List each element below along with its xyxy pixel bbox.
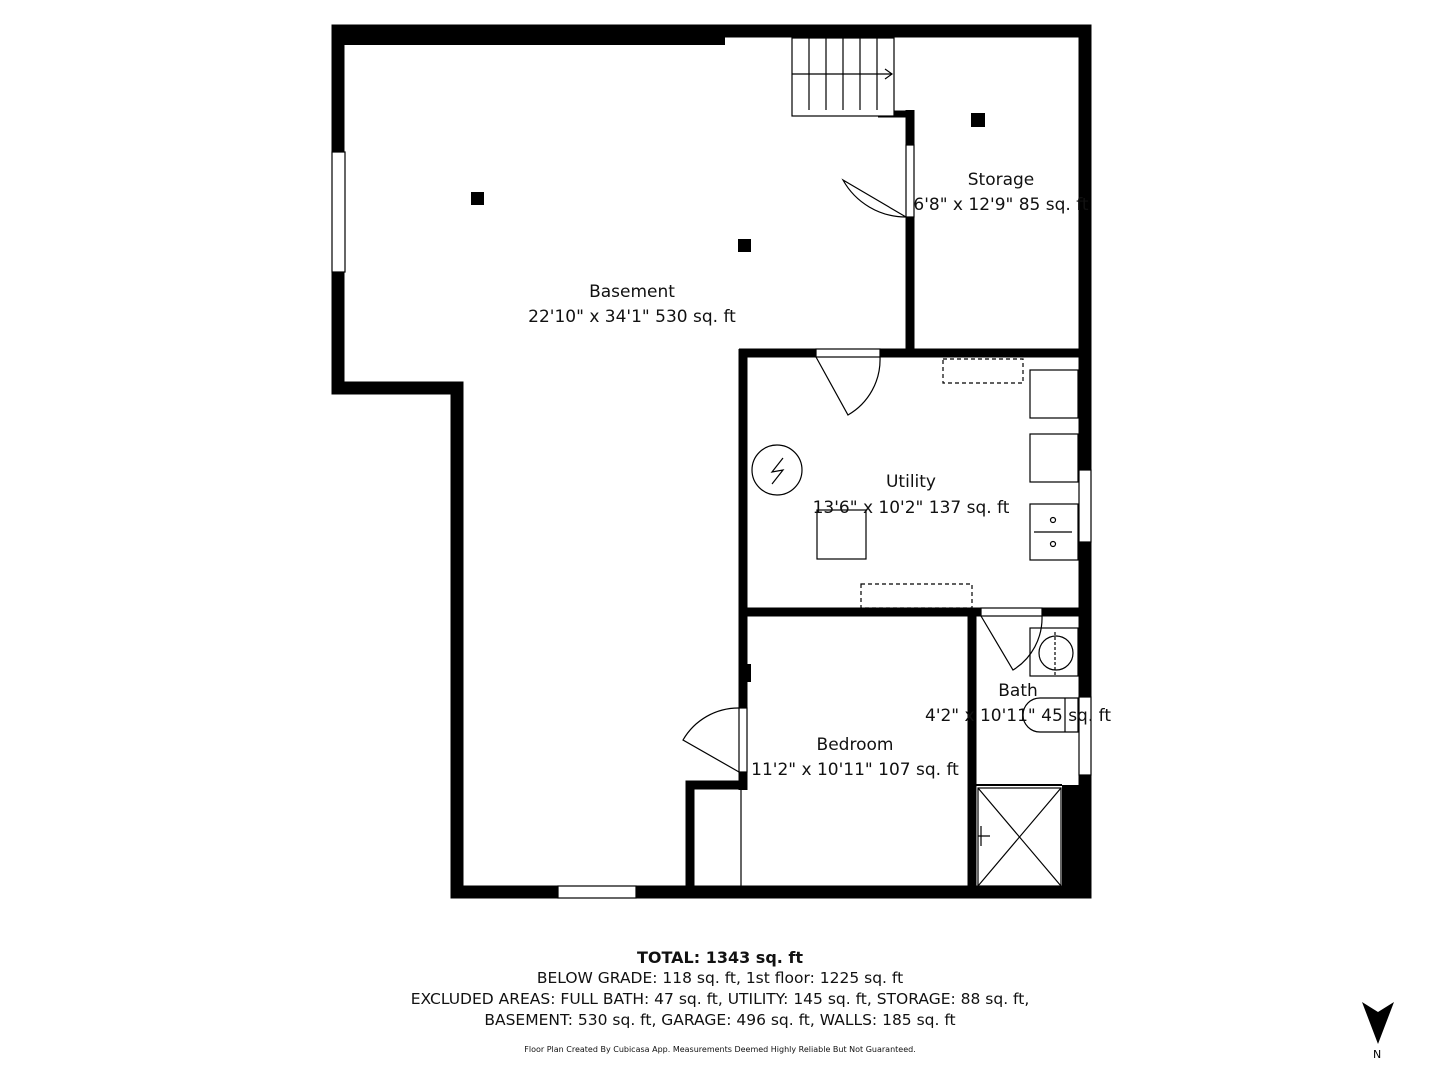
utility-sink — [1029, 503, 1079, 561]
credit-text: Floor Plan Created By Cubicasa App. Meas… — [524, 1045, 916, 1054]
total-area: TOTAL: 1343 sq. ft — [636, 948, 804, 967]
door-swing — [682, 707, 740, 773]
door[interactable] — [905, 144, 915, 218]
room-dims-basement: 22'10" x 34'1" 530 sq. ft — [528, 307, 736, 327]
column — [743, 664, 751, 682]
room-name-utility: Utility — [886, 472, 936, 492]
door[interactable] — [980, 607, 1043, 617]
appliance — [1029, 369, 1079, 419]
room-dims-bath: 4'2" x 10'11" 45 sq. ft — [925, 706, 1111, 726]
exterior-wall — [331, 24, 1092, 899]
excluded-areas-cont: BASEMENT: 530 sq. ft, GARAGE: 496 sq. ft… — [484, 1011, 956, 1029]
door-swing — [815, 356, 881, 416]
room-name-storage: Storage — [968, 170, 1035, 190]
window — [1078, 469, 1092, 543]
column — [738, 239, 751, 252]
window — [1078, 696, 1092, 776]
furnace — [816, 509, 867, 560]
door[interactable] — [738, 707, 748, 773]
room-name-bath: Bath — [998, 681, 1038, 701]
bath-wall-block — [1062, 785, 1085, 892]
room-dims-bedroom: 11'2" x 10'11" 107 sq. ft — [751, 760, 959, 780]
door-swing — [841, 178, 907, 218]
bath-sink — [1029, 627, 1079, 677]
grade-area: BELOW GRADE: 118 sq. ft, 1st floor: 1225… — [536, 969, 904, 987]
stairs — [791, 37, 895, 117]
room-name-bedroom: Bedroom — [817, 735, 894, 755]
door[interactable] — [815, 348, 881, 358]
shower — [977, 787, 1062, 887]
room-dims-utility: 13'6" x 10'2" 137 sq. ft — [813, 498, 1010, 518]
toilet — [1022, 697, 1079, 733]
compass-label: N — [1373, 1048, 1382, 1061]
column — [471, 192, 484, 205]
exterior-wall-thick — [332, 25, 725, 45]
dashed-cabinet — [942, 358, 1024, 384]
room-name-basement: Basement — [589, 282, 675, 302]
north-arrow-icon — [1362, 1002, 1394, 1044]
window — [331, 151, 346, 273]
water-heater-icon — [751, 444, 803, 496]
door-swing — [980, 615, 1043, 671]
closet-wall — [685, 780, 743, 892]
room-dims-storage: 6'8" x 12'9" 85 sq. ft — [913, 195, 1089, 215]
appliance — [1029, 433, 1079, 483]
dashed-cabinet — [860, 583, 973, 609]
excluded-areas: EXCLUDED AREAS: FULL BATH: 47 sq. ft, UT… — [410, 990, 1030, 1008]
window — [557, 885, 637, 899]
column — [971, 113, 985, 127]
